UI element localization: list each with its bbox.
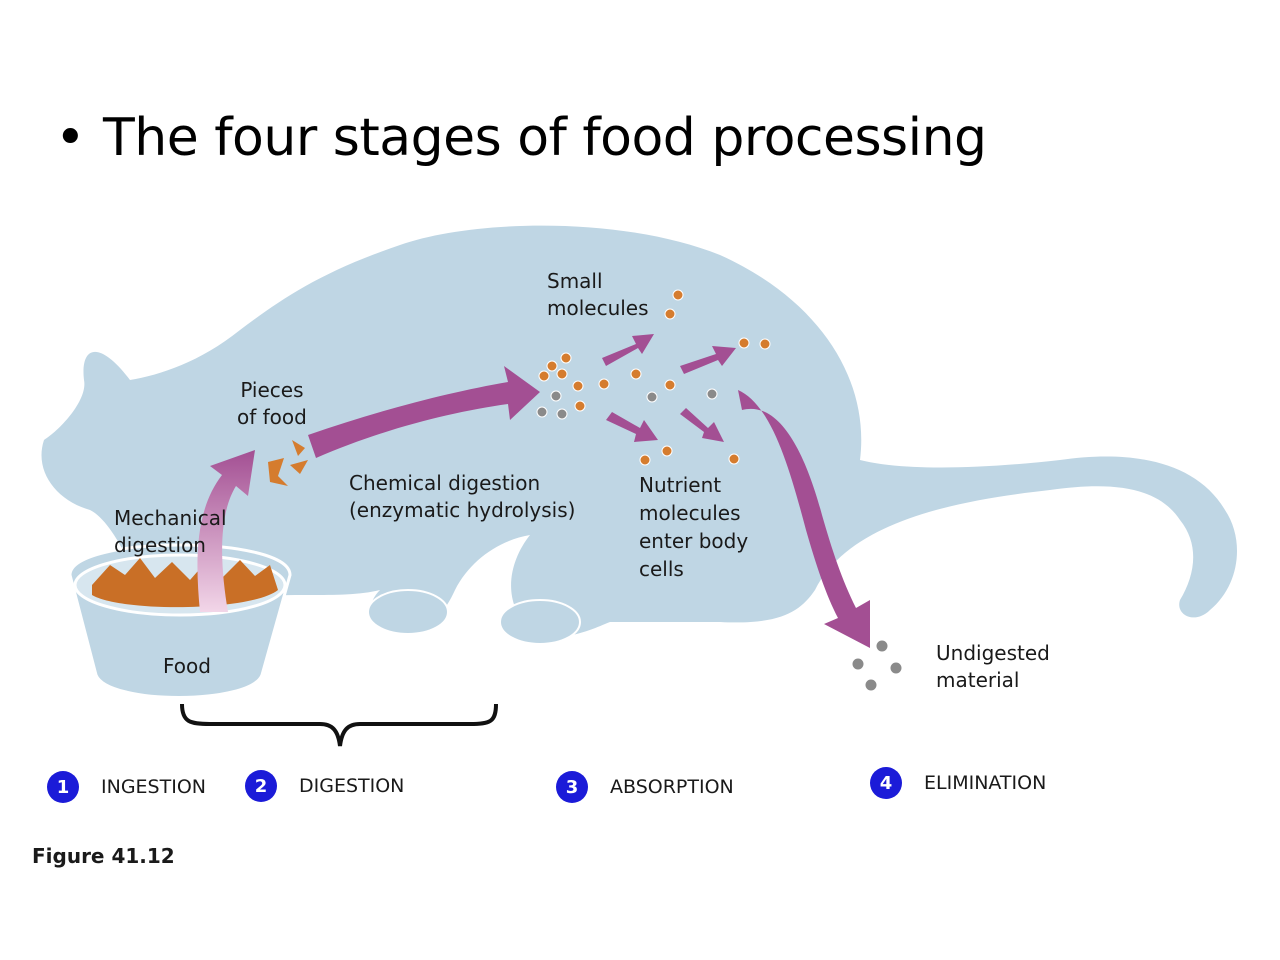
undigested-particles: [851, 639, 903, 692]
label-pieces-of-food: Pieces of food: [237, 377, 307, 431]
slide-title: • The four stages of food processing: [55, 108, 987, 168]
label-line: cells: [639, 557, 684, 581]
stage-number-badge: 2: [245, 770, 277, 802]
stage-ingestion: 1 INGESTION: [47, 771, 206, 803]
food-piece: [290, 460, 308, 474]
stage-number-badge: 4: [870, 767, 902, 799]
label-food: Food: [163, 654, 211, 678]
stage-label: INGESTION: [101, 776, 206, 798]
label-line: Mechanical: [114, 506, 227, 530]
label-line: molecules: [639, 501, 741, 525]
label-line: enter body: [639, 529, 749, 553]
stage-digestion: 2 DIGESTION: [245, 770, 404, 802]
label-line: material: [936, 668, 1020, 692]
stage-elimination: 4 ELIMINATION: [870, 767, 1046, 799]
label-line: of food: [237, 405, 307, 429]
absorption-arrows: [602, 334, 736, 442]
label-line: Nutrient: [639, 473, 722, 497]
stage-label: ELIMINATION: [924, 772, 1047, 794]
label-mechanical-digestion: Mechanical digestion: [114, 505, 227, 559]
label-line: Small: [547, 269, 603, 293]
label-chemical-digestion: Chemical digestion (enzymatic hydrolysis…: [349, 470, 575, 524]
front-paw: [367, 589, 449, 635]
label-small-molecules: Small molecules: [547, 268, 649, 322]
label-line: Undigested: [936, 641, 1050, 665]
label-line: (enzymatic hydrolysis): [349, 498, 576, 522]
stage-label: DIGESTION: [299, 775, 405, 797]
label-undigested-material: Undigested material: [936, 640, 1050, 694]
title-text: The four stages of food processing: [103, 108, 987, 168]
stage-label: ABSORPTION: [610, 776, 734, 798]
food-in-bowl: [92, 558, 278, 608]
label-line: molecules: [547, 296, 649, 320]
title-bullet: •: [55, 108, 86, 168]
label-nutrient-molecules: Nutrient molecules enter body cells: [639, 471, 748, 583]
elimination-arrow: [738, 390, 870, 648]
stage-number-badge: 1: [47, 771, 79, 803]
stage-number-badge: 3: [556, 771, 588, 803]
hind-paw: [499, 599, 581, 645]
stage-absorption: 3 ABSORPTION: [556, 771, 734, 803]
food-piece: [268, 458, 288, 486]
small-molecules-cluster: [536, 289, 771, 466]
food-piece: [292, 440, 305, 456]
chemical-digestion-arrow: [308, 366, 540, 458]
figure-caption: Figure 41.12: [32, 844, 175, 868]
digestion-brace: [180, 703, 498, 747]
label-line: Pieces: [240, 378, 304, 402]
label-line: Chemical digestion: [349, 471, 541, 495]
mechanical-digestion-arrow: [197, 450, 255, 612]
label-line: digestion: [114, 533, 206, 557]
